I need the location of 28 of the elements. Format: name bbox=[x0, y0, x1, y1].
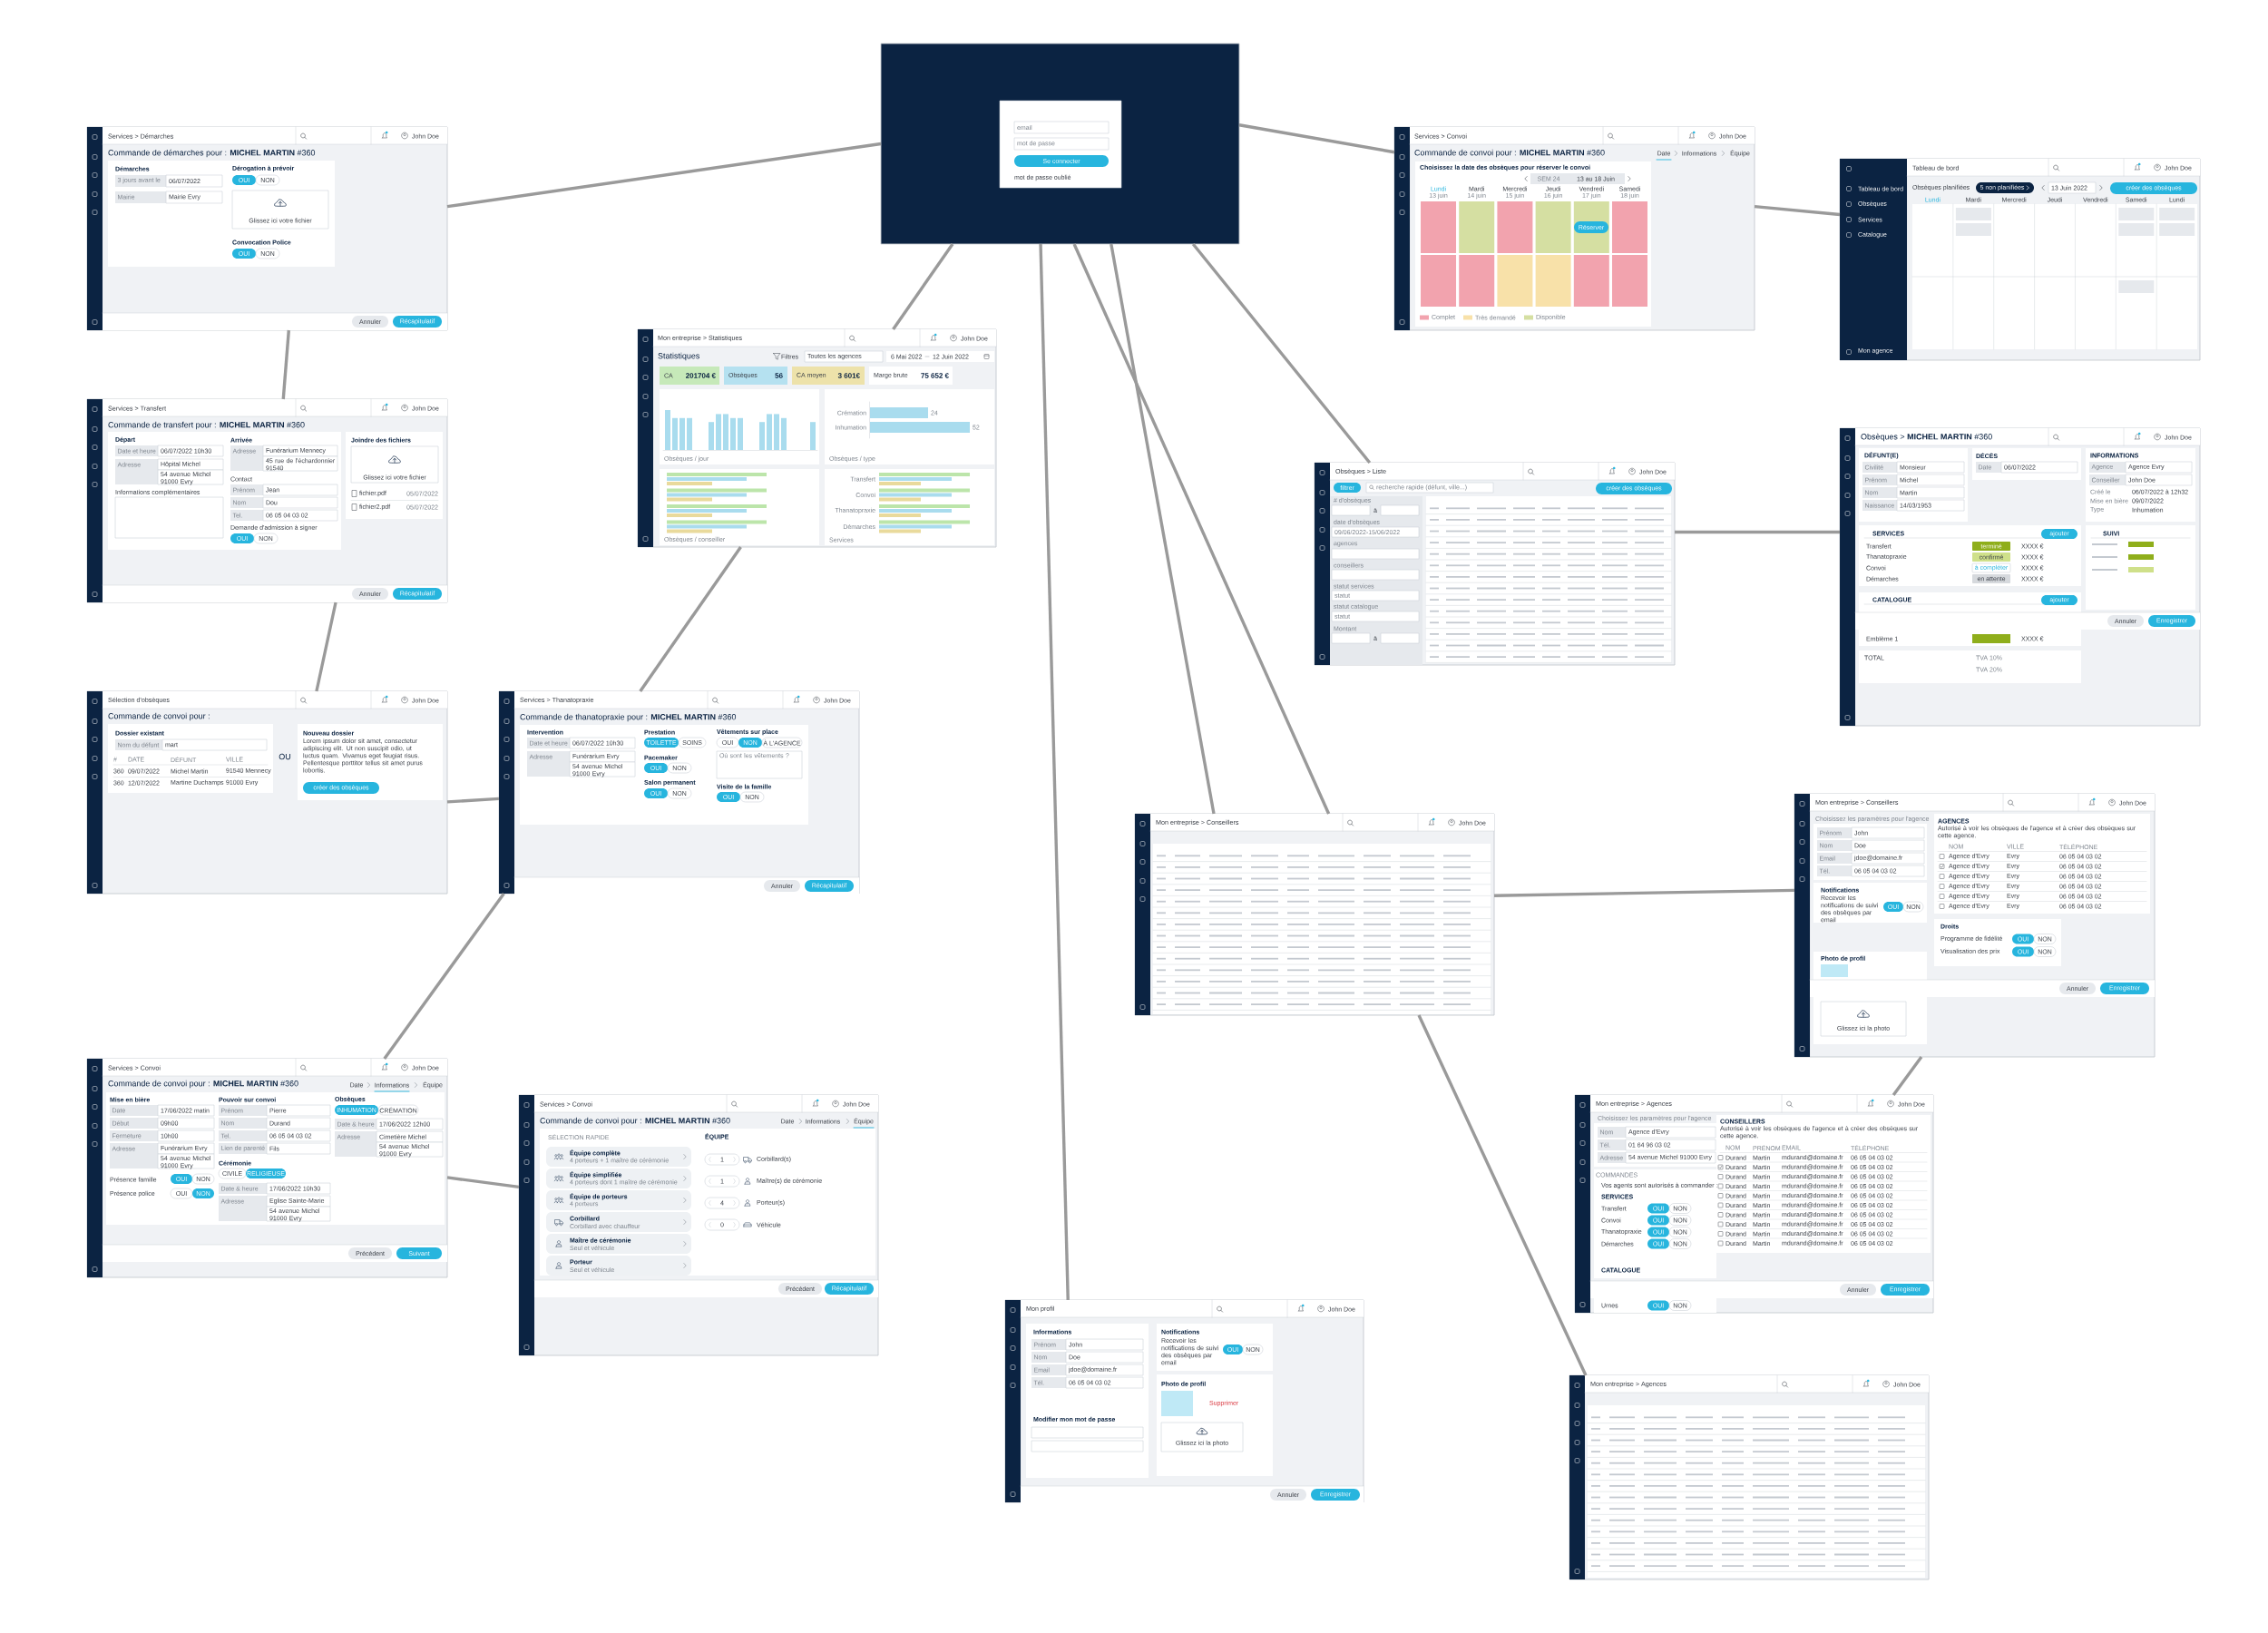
connector-line bbox=[1754, 204, 1841, 217]
connector-line bbox=[281, 329, 290, 400]
page-title: Commande de thanatopraxie pour : MICHEL MARTIN #360 bbox=[520, 713, 737, 722]
connector-line bbox=[1238, 123, 1395, 154]
connector-line bbox=[446, 797, 500, 804]
connector-line bbox=[892, 243, 954, 330]
connector-line bbox=[446, 142, 882, 209]
connector-line bbox=[1417, 1014, 1588, 1376]
breadcrumb: Obsèques > MICHEL MARTIN #360 bbox=[1861, 433, 1992, 442]
page-title: Commande de démarches pour : MICHEL MARTIN #360 bbox=[108, 149, 316, 158]
connector-line bbox=[1039, 243, 1070, 1301]
page-title: Commande de convoi pour : bbox=[108, 712, 210, 721]
connector-line bbox=[383, 893, 505, 1060]
connector-line bbox=[639, 546, 742, 692]
page-title: Commande de convoi pour : MICHEL MARTIN #360 bbox=[540, 1117, 730, 1126]
connector-line bbox=[1892, 1056, 1923, 1096]
page-title: Commande de convoi pour : MICHEL MARTIN #360 bbox=[108, 1080, 298, 1089]
connector-line bbox=[1675, 530, 1840, 534]
connector-line bbox=[315, 601, 337, 692]
page-title: Statistiques bbox=[658, 352, 699, 361]
or-label: OU bbox=[279, 753, 291, 760]
connector-line bbox=[1072, 243, 1331, 815]
connector-line bbox=[1191, 242, 1372, 464]
page-title: Commande de transfert pour : MICHEL MARTIN #360 bbox=[108, 421, 305, 430]
page-title: Commande de convoi pour : MICHEL MARTIN #360 bbox=[1414, 149, 1605, 158]
connector-line bbox=[1110, 243, 1216, 815]
connector-line bbox=[1494, 888, 1795, 897]
connector-line bbox=[446, 1176, 520, 1189]
